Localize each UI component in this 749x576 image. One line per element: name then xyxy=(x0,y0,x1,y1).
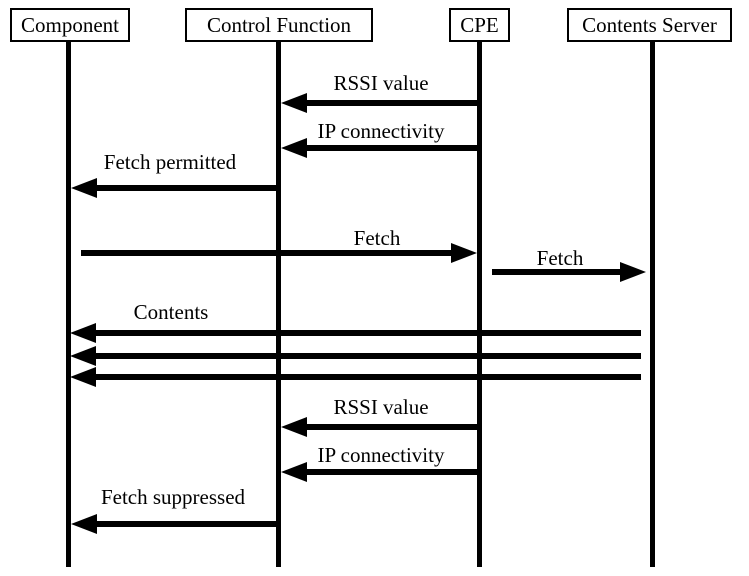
message-label-fetch-suppressed: Fetch suppressed xyxy=(100,485,246,509)
arrowhead-left-icon xyxy=(281,138,307,158)
arrowhead-left-icon xyxy=(71,514,97,534)
message-arrow-contents-1 xyxy=(92,330,641,336)
message-arrow-ip-connectivity-2 xyxy=(303,469,479,475)
arrowhead-left-icon xyxy=(281,417,307,437)
actor-label: Contents Server xyxy=(582,12,717,37)
message-arrow-fetch-suppressed xyxy=(93,521,278,527)
lifeline-contents-server xyxy=(650,42,655,567)
message-label-rssi-value-2: RSSI value xyxy=(333,395,429,419)
message-arrow-fetch-to-server xyxy=(492,269,622,275)
message-arrow-fetch-permitted xyxy=(93,185,278,191)
message-label-ip-connectivity-2: IP connectivity xyxy=(317,443,445,467)
message-arrow-ip-connectivity-1 xyxy=(303,145,479,151)
arrowhead-left-icon xyxy=(70,367,96,387)
message-arrow-rssi-value-2 xyxy=(303,424,479,430)
lifeline-cpe xyxy=(477,42,482,567)
actor-box-cpe: CPE xyxy=(449,8,510,42)
arrowhead-left-icon xyxy=(70,323,96,343)
actor-label: Control Function xyxy=(206,12,352,37)
actor-box-contents-server: Contents Server xyxy=(567,8,732,42)
actor-box-component: Component xyxy=(10,8,130,42)
arrowhead-right-icon xyxy=(620,262,646,282)
arrowhead-left-icon xyxy=(281,93,307,113)
message-label-contents: Contents xyxy=(133,300,209,324)
message-label-rssi-value-1: RSSI value xyxy=(333,71,429,95)
arrowhead-left-icon xyxy=(281,462,307,482)
actor-label: CPE xyxy=(460,12,499,37)
message-arrow-contents-2 xyxy=(92,353,641,359)
actor-box-control-function: Control Function xyxy=(185,8,373,42)
message-label-fetch-to-cpe: Fetch xyxy=(353,226,401,250)
lifeline-control-function xyxy=(276,42,281,567)
actor-label: Component xyxy=(21,12,119,37)
lifeline-component xyxy=(66,42,71,567)
message-label-fetch-to-server: Fetch xyxy=(536,246,584,270)
message-arrow-rssi-value-1 xyxy=(303,100,479,106)
message-label-ip-connectivity-1: IP connectivity xyxy=(317,119,445,143)
arrowhead-right-icon xyxy=(451,243,477,263)
arrowhead-left-icon xyxy=(70,346,96,366)
message-arrow-contents-3 xyxy=(92,374,641,380)
message-label-fetch-permitted: Fetch permitted xyxy=(103,150,237,174)
message-arrow-fetch-to-cpe xyxy=(81,250,453,256)
arrowhead-left-icon xyxy=(71,178,97,198)
